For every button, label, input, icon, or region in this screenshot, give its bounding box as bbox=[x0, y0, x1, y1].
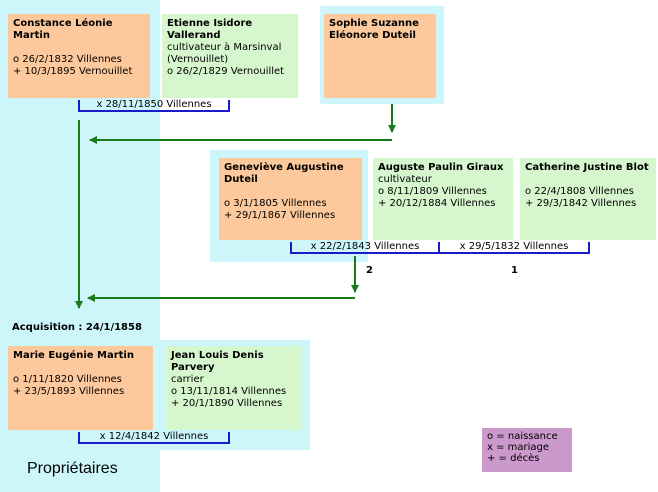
person-card-jean: Jean Louis Denis Parvery carrier o 13/11… bbox=[166, 346, 302, 430]
marriage-bracket-marie-jean: x 12/4/1842 Villennes bbox=[78, 432, 230, 444]
owners-label: Propriétaires bbox=[27, 460, 118, 477]
person-name: Jean Louis Denis Parvery bbox=[171, 350, 264, 373]
person-birth: o 26/2/1832 Villennes bbox=[13, 54, 122, 65]
person-card-etienne: Etienne Isidore Vallerand cultivateur à … bbox=[162, 14, 298, 98]
person-death: + 23/5/1893 Villennes bbox=[13, 386, 125, 397]
person-birth: o 13/11/1814 Villennes bbox=[171, 386, 287, 397]
marriage-label: x 12/4/1842 Villennes bbox=[99, 431, 209, 442]
person-name: Marie Eugénie Martin bbox=[13, 350, 134, 361]
marriage-number-2: 2 bbox=[366, 265, 373, 276]
legend-marriage: x = mariage bbox=[487, 442, 550, 453]
person-occupation: cultivateur bbox=[378, 174, 432, 185]
person-name: Auguste Paulin Giraux bbox=[378, 162, 504, 173]
person-occupation: carrier bbox=[171, 374, 204, 385]
marriage-label: x 22/2/1843 Villennes bbox=[310, 241, 420, 252]
person-name: Etienne Isidore Vallerand bbox=[167, 18, 253, 41]
person-death: + 20/12/1884 Villennes bbox=[378, 198, 496, 209]
person-birth: o 8/11/1809 Villennes bbox=[378, 186, 487, 197]
person-death: + 10/3/1895 Vernouillet bbox=[13, 66, 133, 77]
person-birth: o 22/4/1808 Villennes bbox=[525, 186, 634, 197]
person-death: + 20/1/1890 Villennes bbox=[171, 398, 283, 409]
person-name: Catherine Justine Blot bbox=[525, 162, 649, 173]
legend-birth: o = naissance bbox=[487, 431, 558, 442]
legend-death: + = décès bbox=[487, 453, 540, 464]
marriage-bracket-constance-etienne: x 28/11/1850 Villennes bbox=[78, 100, 230, 112]
marriage-bracket-auguste-catherine: x 29/5/1832 Villennes bbox=[438, 242, 590, 254]
legend-box: o = naissance x = mariage + = décès bbox=[482, 428, 572, 472]
person-birth: o 26/2/1829 Vernouillet bbox=[167, 66, 285, 77]
person-card-sophie: Sophie Suzanne Eléonore Duteil bbox=[324, 14, 436, 98]
acquisition-label: Acquisition : 24/1/1858 bbox=[12, 322, 142, 333]
person-death: + 29/3/1842 Villennes bbox=[525, 198, 637, 209]
person-name: Sophie Suzanne Eléonore Duteil bbox=[329, 18, 419, 41]
person-card-constance: Constance Léonie Martin o 26/2/1832 Vill… bbox=[8, 14, 150, 98]
person-card-catherine: Catherine Justine Blot o 22/4/1808 Ville… bbox=[520, 158, 656, 240]
person-occupation: cultivateur à Marsinval (Vernouillet) bbox=[167, 42, 282, 65]
person-birth: o 3/1/1805 Villennes bbox=[224, 198, 327, 209]
person-card-auguste: Auguste Paulin Giraux cultivateur o 8/11… bbox=[373, 158, 513, 240]
person-name: Constance Léonie Martin bbox=[13, 18, 113, 41]
person-death: + 29/1/1867 Villennes bbox=[224, 210, 336, 221]
marriage-label: x 29/5/1832 Villennes bbox=[459, 241, 569, 252]
person-birth: o 1/11/1820 Villennes bbox=[13, 374, 122, 385]
person-card-genevieve: Geneviève Augustine Duteil o 3/1/1805 Vi… bbox=[219, 158, 362, 240]
marriage-label: x 28/11/1850 Villennes bbox=[96, 99, 212, 110]
person-name: Geneviève Augustine Duteil bbox=[224, 162, 344, 185]
person-card-marie: Marie Eugénie Martin o 1/11/1820 Villenn… bbox=[8, 346, 153, 430]
marriage-number-1: 1 bbox=[511, 265, 518, 276]
